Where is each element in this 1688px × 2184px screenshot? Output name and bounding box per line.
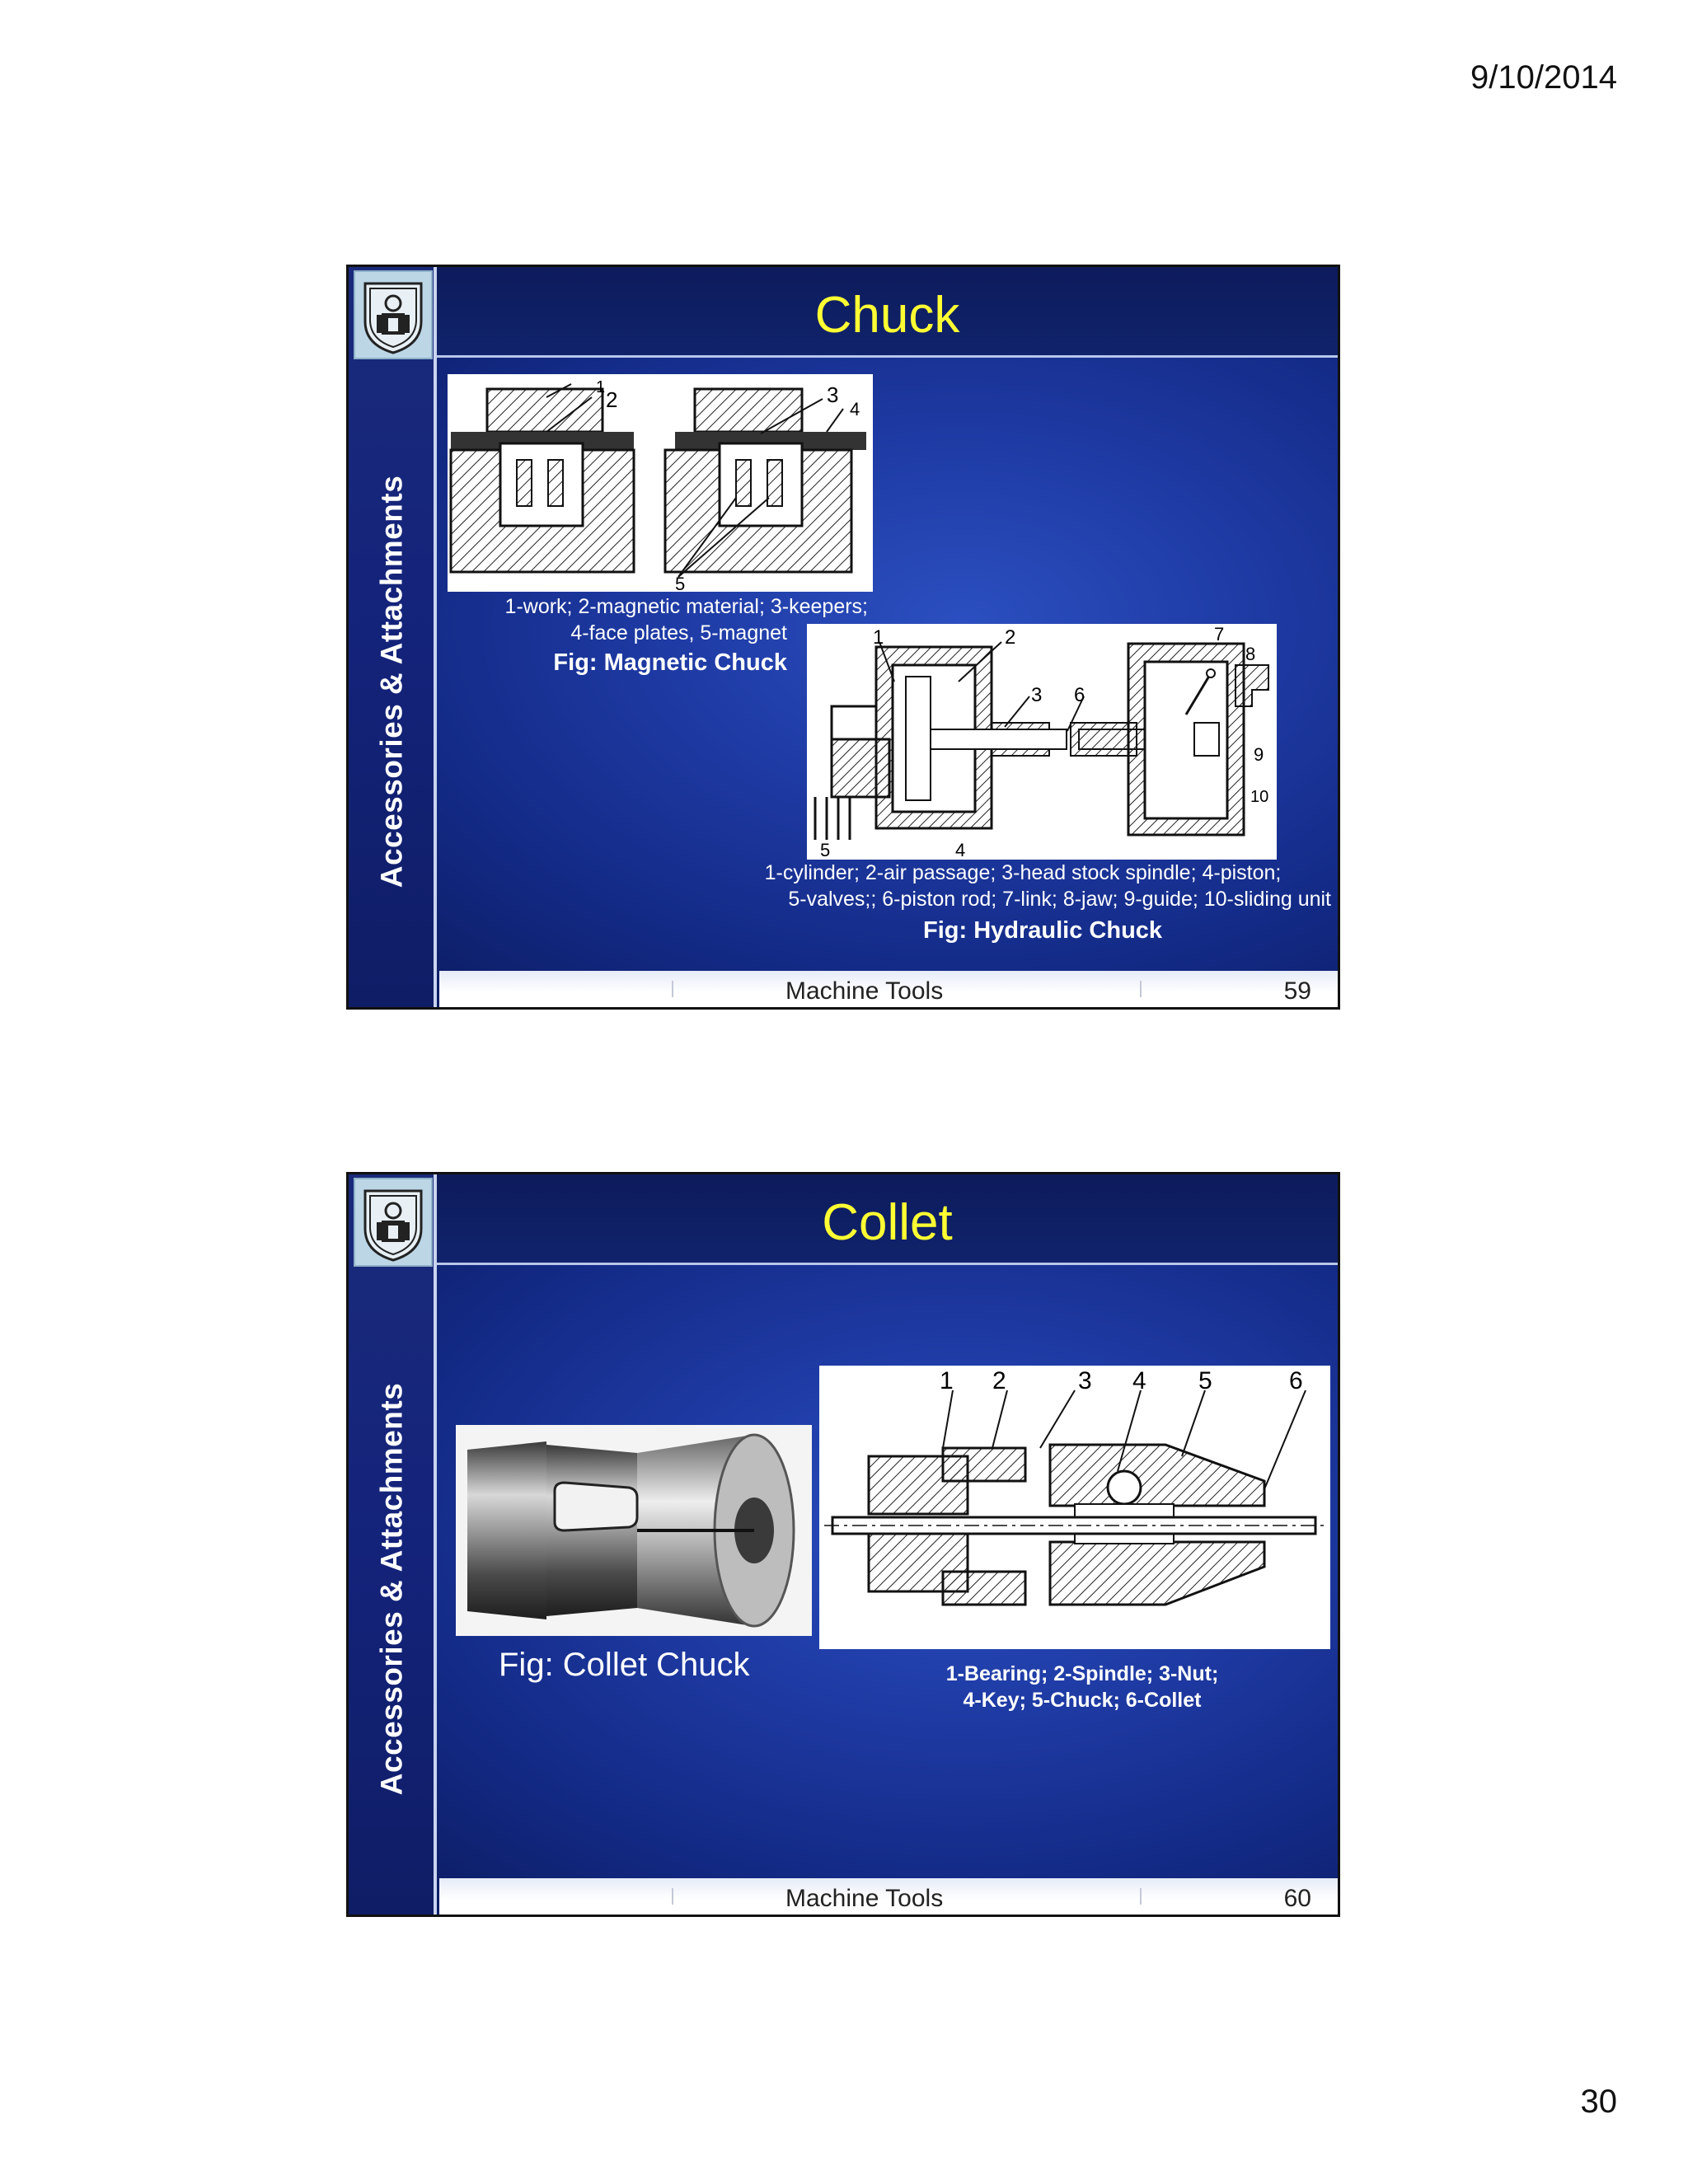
collet-caption-line2: 4-Key; 5-Chuck; 6-Collet [963,1689,1202,1712]
callout-3: 3 [1078,1367,1092,1394]
magnetic-fig-title: Fig: Magnetic Chuck [553,649,787,676]
callout-6: 6 [1289,1367,1303,1394]
magnetic-caption-line1: 1-work; 2-magnetic material; 3-keepers; [504,595,868,618]
callout-4: 4 [955,840,965,860]
callout-5: 5 [675,574,685,592]
callout-4: 4 [1132,1367,1146,1394]
side-band: Accessories & Attachments [349,1174,437,1915]
callout-2: 2 [1005,626,1015,649]
callout-2: 2 [992,1367,1006,1394]
institute-logo [354,1178,433,1267]
magnetic-caption-line2: 4-face plates, 5-magnet [570,621,787,644]
callout-4: 4 [850,399,860,419]
hydraulic-caption-line2: 5-valves;; 6-piston rod; 7-link; 8-jaw; … [788,888,1331,911]
slide-title: Collet [822,1194,953,1251]
slide-chuck: Accessories & Attachments Chuck [346,265,1340,1010]
slide-number: 59 [1283,977,1311,1005]
collet-photo [456,1425,812,1636]
page-number: 30 [1580,2083,1618,2120]
footer-label: Machine Tools [785,977,944,1005]
collet-section-figure: 1 2 3 4 5 6 [819,1366,1330,1649]
slide-footer: Machine Tools 60 [439,1878,1338,1915]
hydraulic-fig-title: Fig: Hydraulic Chuck [923,917,1163,944]
callout-9: 9 [1254,744,1264,765]
callout-8: 8 [1245,644,1255,664]
magnetic-chuck-figure: 1 2 3 4 5 [448,374,873,594]
callout-2: 2 [606,387,617,412]
callout-5: 5 [1198,1367,1212,1394]
collet-photo-caption: Fig: Collet Chuck [499,1647,750,1683]
callout-1: 1 [940,1367,954,1394]
side-band: Accessories & Attachments [349,267,437,1007]
collet-caption-line1: 1-Bearing; 2-Spindle; 3-Nut; [945,1662,1219,1685]
side-label: Accessories & Attachments [374,1382,409,1796]
footer-label: Machine Tools [785,1885,944,1912]
page-date: 9/10/2014 [1470,59,1617,96]
slide-title: Chuck [814,287,960,344]
callout-5: 5 [820,840,830,860]
callout-1: 1 [596,378,605,396]
callout-10: 10 [1250,788,1268,806]
hydraulic-caption-line1: 1-cylinder; 2-air passage; 3-head stock … [764,861,1282,884]
callout-3: 3 [827,382,838,407]
callout-6: 6 [1074,684,1085,706]
institute-logo [354,270,433,359]
hydraulic-chuck-figure: 1 2 3 6 7 8 9 10 5 4 [807,624,1277,860]
slide-footer: Machine Tools 59 [439,971,1338,1007]
slide-number: 60 [1283,1885,1311,1912]
callout-7: 7 [1214,624,1224,644]
callout-3: 3 [1031,684,1042,706]
callout-1: 1 [873,626,884,649]
slide-collet: Accessories & Attachments Collet [346,1172,1340,1917]
side-label: Accessories & Attachments [374,475,409,888]
